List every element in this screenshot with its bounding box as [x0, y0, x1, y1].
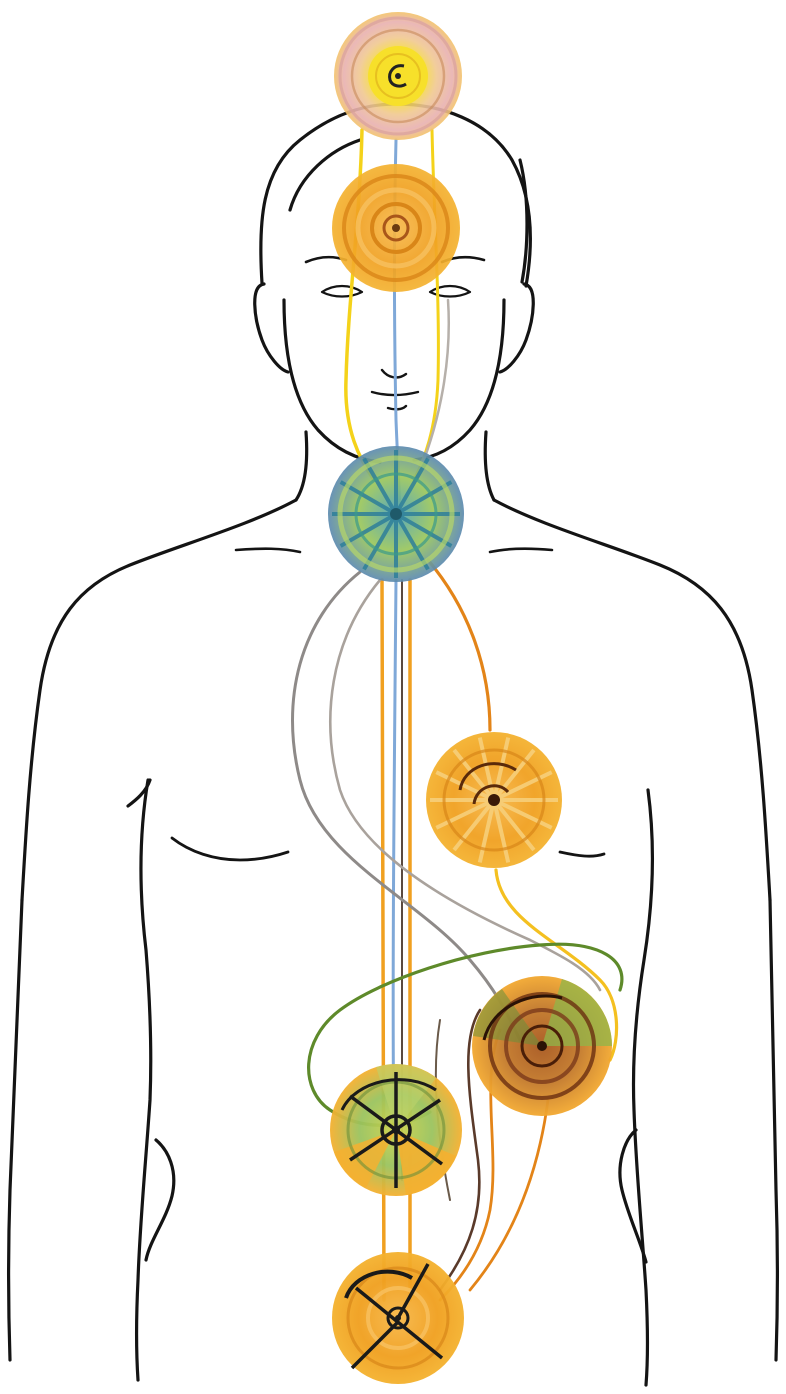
- orange-to-heart: [428, 560, 490, 730]
- throat-center: [328, 446, 464, 582]
- jaw-left: [284, 300, 380, 462]
- heart-center: [426, 732, 562, 868]
- left-ear: [255, 284, 288, 372]
- jaw-right: [414, 300, 504, 460]
- left-torso-side: [137, 780, 151, 1380]
- sacral-center: [330, 1064, 462, 1196]
- root-center: [332, 1252, 464, 1384]
- neck-right: [485, 432, 494, 500]
- brow-center: [332, 164, 460, 292]
- left-clavicle: [236, 549, 300, 552]
- grey-channel-face: [420, 300, 449, 470]
- left-pectoral-line: [172, 838, 288, 860]
- left-shoulder: [22, 500, 296, 900]
- right-ear: [500, 284, 533, 372]
- left-eye: [322, 286, 362, 297]
- orange-lower-2: [470, 1100, 548, 1290]
- right-clavicle: [490, 549, 552, 552]
- right-pectoral-line: [560, 852, 604, 856]
- left-hip-notch: [146, 1140, 174, 1260]
- crown-center: [334, 12, 462, 140]
- left-arm-outer: [9, 900, 23, 1360]
- neck-left: [296, 432, 307, 500]
- right-torso-side: [633, 790, 652, 1385]
- right-arm-outer: [770, 900, 778, 1360]
- solar-plexus-center: [472, 976, 612, 1116]
